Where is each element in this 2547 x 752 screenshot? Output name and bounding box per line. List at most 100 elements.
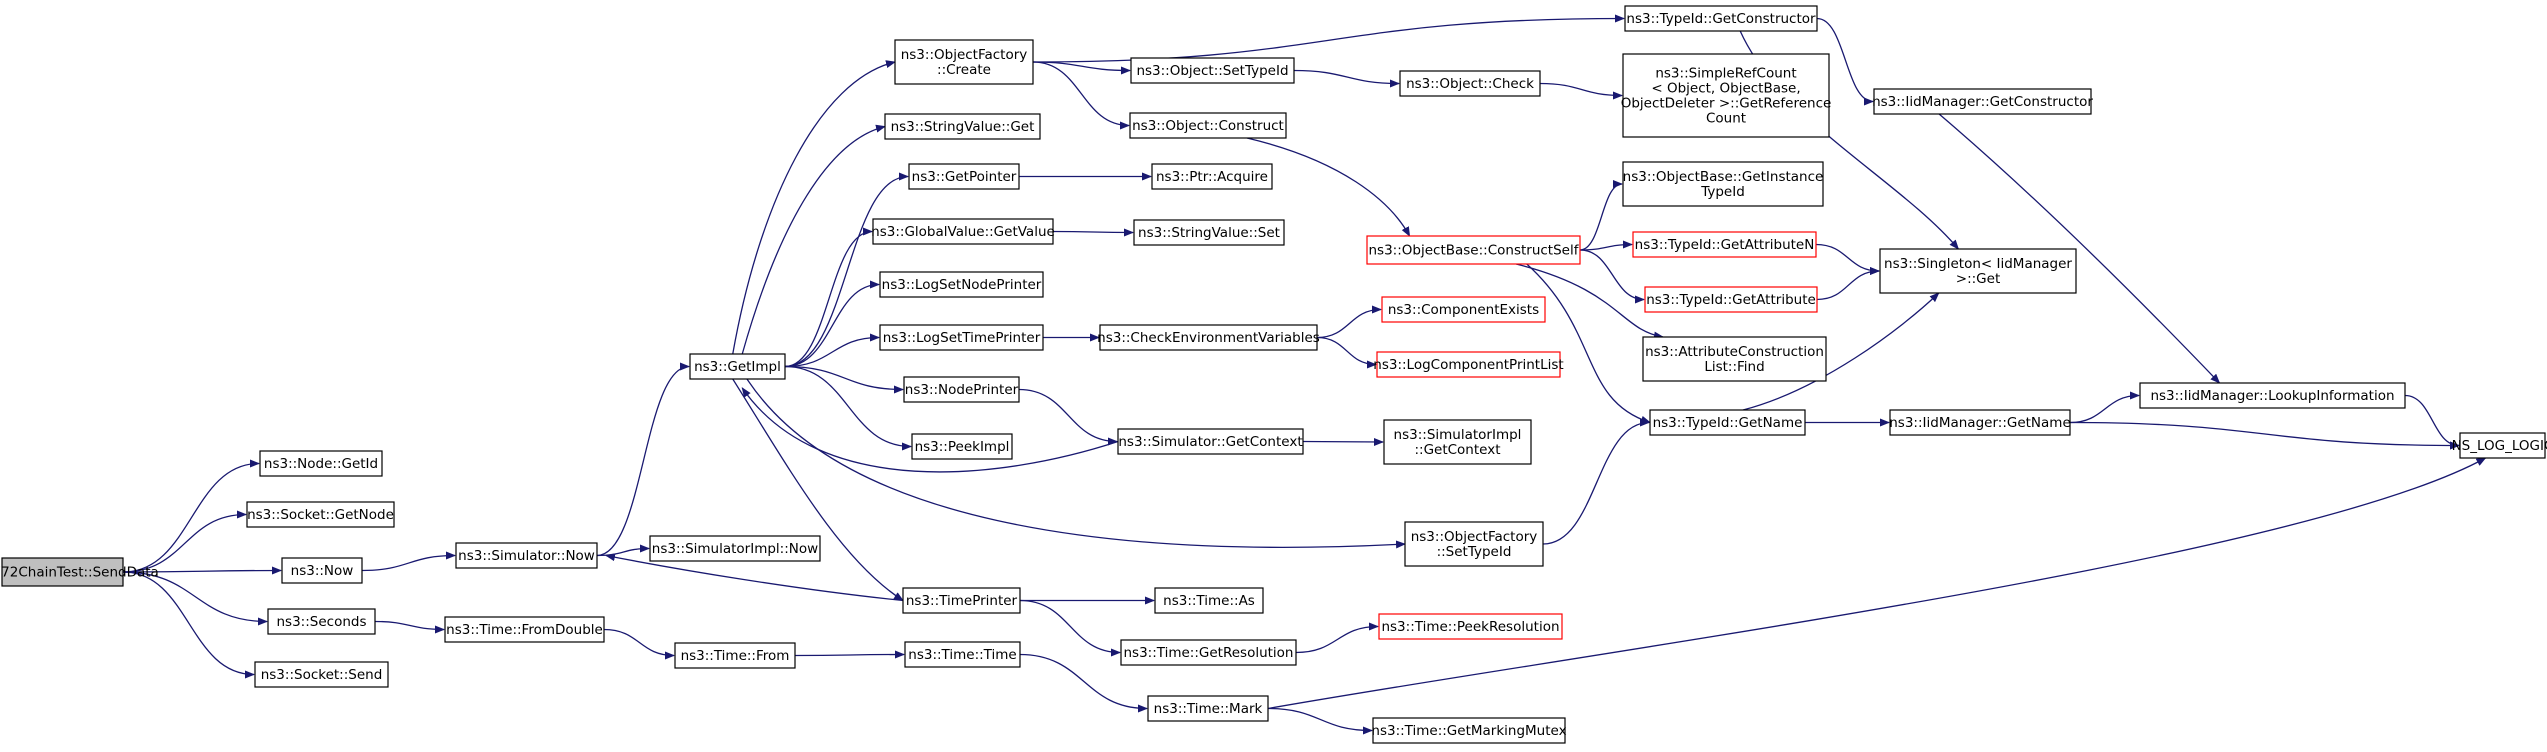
node-box[interactable]: [1130, 57, 1295, 84]
graph-node-timeFrom[interactable]: ns3::Time::From: [674, 642, 796, 669]
node-box[interactable]: [1151, 163, 1273, 190]
node-box[interactable]: [455, 542, 598, 569]
graph-node-typeIdGetName[interactable]: ns3::TypeId::GetName: [1649, 409, 1806, 436]
graph-node-componentExists[interactable]: ns3::ComponentExists: [1381, 296, 1546, 323]
graph-node-globalValueGetValue[interactable]: ns3::GlobalValue::GetValue: [871, 218, 1055, 245]
graph-node-typeIdGetAttributeN[interactable]: ns3::TypeId::GetAttributeN: [1632, 231, 1817, 258]
graph-node-ptrAcquire[interactable]: ns3::Ptr::Acquire: [1151, 163, 1273, 190]
node-box[interactable]: [1099, 324, 1318, 351]
graph-node-logSetTimePrinter[interactable]: ns3::LogSetTimePrinter: [879, 324, 1044, 351]
node-box[interactable]: [1622, 161, 1824, 207]
graph-node-logSetNodePrinter[interactable]: ns3::LogSetNodePrinter: [879, 271, 1044, 298]
node-box[interactable]: [1404, 521, 1544, 567]
node-box[interactable]: [246, 501, 395, 528]
node-box[interactable]: [1372, 717, 1566, 744]
node-box[interactable]: [902, 587, 1021, 614]
graph-node-simImplNow[interactable]: ns3::SimulatorImpl::Now: [649, 535, 821, 562]
node-box[interactable]: [884, 113, 1041, 140]
graph-node-getImpl[interactable]: ns3::GetImpl: [689, 353, 786, 380]
graph-node-stringValueGet[interactable]: ns3::StringValue::Get: [884, 113, 1041, 140]
graph-node-iidManagerGetName[interactable]: ns3::IidManager::GetName: [1889, 409, 2071, 436]
graph-node-objCheck[interactable]: ns3::Object::Check: [1399, 70, 1541, 97]
node-box[interactable]: [674, 642, 796, 669]
node-box[interactable]: [1154, 587, 1264, 614]
graph-node-timeGetMarkingMutex[interactable]: ns3::Time::GetMarkingMutex: [1371, 717, 1567, 744]
node-box[interactable]: [908, 163, 1020, 190]
node-box[interactable]: [1383, 419, 1532, 465]
node-box[interactable]: [1889, 409, 2071, 436]
node-box[interactable]: [267, 608, 376, 635]
graph-node-getPointer[interactable]: ns3::GetPointer: [908, 163, 1020, 190]
graph-node-objFactoryCreate[interactable]: ns3::ObjectFactory::Create: [894, 39, 1034, 85]
node-box[interactable]: [1622, 53, 1830, 138]
graph-node-timeTime[interactable]: ns3::Time::Time: [904, 641, 1021, 668]
graph-node-simGetContext[interactable]: ns3::Simulator::GetContext: [1117, 428, 1304, 455]
node-box[interactable]: [1381, 296, 1546, 323]
graph-node-typeIdGetAttribute[interactable]: ns3::TypeId::GetAttribute: [1644, 286, 1818, 313]
graph-node-peekImpl[interactable]: ns3::PeekImpl: [911, 433, 1013, 460]
graph-node-typeIdGetConstructor[interactable]: ns3::TypeId::GetConstructor: [1624, 5, 1818, 32]
node-box[interactable]: [879, 324, 1044, 351]
node-box[interactable]: [1649, 409, 1806, 436]
graph-node-checkEnvVars[interactable]: ns3::CheckEnvironmentVariables: [1097, 324, 1320, 351]
graph-node-nodePrinter[interactable]: ns3::NodePrinter: [903, 376, 1020, 403]
node-box[interactable]: [1624, 5, 1818, 32]
graph-node-simImplGetContext[interactable]: ns3::SimulatorImpl::GetContext: [1383, 419, 1532, 465]
graph-node-root[interactable]: Bug772ChainTest::SendData: [0, 557, 159, 587]
node-box[interactable]: [879, 271, 1044, 298]
graph-node-logComponentPrintList[interactable]: ns3::LogComponentPrintList: [1373, 351, 1564, 378]
graph-node-nsLogLogic[interactable]: NS_LOG_LOGIC: [2452, 432, 2547, 459]
node-box[interactable]: [259, 450, 383, 477]
node-box[interactable]: [1376, 351, 1561, 378]
node-box[interactable]: [444, 616, 605, 643]
node-box[interactable]: [1632, 231, 1817, 258]
node-box[interactable]: [1873, 88, 2092, 115]
node-box[interactable]: [281, 557, 363, 584]
node-box[interactable]: [1378, 613, 1563, 640]
graph-node-timeMark[interactable]: ns3::Time::Mark: [1147, 695, 1269, 722]
node-box[interactable]: [1129, 112, 1287, 139]
node-box[interactable]: [904, 641, 1021, 668]
node-box[interactable]: [1133, 219, 1285, 246]
graph-node-timePeekResolution[interactable]: ns3::Time::PeekResolution: [1378, 613, 1563, 640]
graph-node-singletonGet[interactable]: ns3::Singleton< IidManager>::Get: [1879, 248, 2077, 294]
node-box[interactable]: [2139, 382, 2406, 409]
node-box[interactable]: [1642, 336, 1827, 382]
node-box[interactable]: [1, 557, 124, 587]
node-box[interactable]: [254, 661, 389, 688]
graph-node-iidManagerGetConstructor[interactable]: ns3::IidManager::GetConstructor: [1872, 88, 2093, 115]
node-box[interactable]: [894, 39, 1034, 85]
node-box[interactable]: [1147, 695, 1269, 722]
graph-node-objSetTypeId[interactable]: ns3::Object::SetTypeId: [1130, 57, 1295, 84]
node-box[interactable]: [911, 433, 1013, 460]
node-box[interactable]: [1366, 235, 1581, 265]
node-box[interactable]: [689, 353, 786, 380]
node-box[interactable]: [649, 535, 821, 562]
graph-node-objBaseConstructSelf[interactable]: ns3::ObjectBase::ConstructSelf: [1366, 235, 1581, 265]
node-box[interactable]: [2459, 432, 2546, 459]
graph-node-objFactorySetTypeId[interactable]: ns3::ObjectFactory::SetTypeId: [1404, 521, 1544, 567]
node-box[interactable]: [872, 218, 1054, 245]
graph-node-nodeGetId[interactable]: ns3::Node::GetId: [259, 450, 383, 477]
node-box[interactable]: [903, 376, 1020, 403]
graph-node-stringValueSet[interactable]: ns3::StringValue::Set: [1133, 219, 1285, 246]
graph-node-simNow[interactable]: ns3::Simulator::Now: [455, 542, 598, 569]
graph-node-timeGetResolution[interactable]: ns3::Time::GetResolution: [1120, 639, 1297, 666]
graph-node-iidManagerLookupInfo[interactable]: ns3::IidManager::LookupInformation: [2139, 382, 2406, 409]
graph-node-socketGetNode[interactable]: ns3::Socket::GetNode: [246, 501, 395, 528]
node-box[interactable]: [1644, 286, 1818, 313]
node-box[interactable]: [1117, 428, 1304, 455]
graph-node-now[interactable]: ns3::Now: [281, 557, 363, 584]
node-box[interactable]: [1879, 248, 2077, 294]
graph-node-timePrinter[interactable]: ns3::TimePrinter: [902, 587, 1021, 614]
graph-node-objConstruct[interactable]: ns3::Object::Construct: [1129, 112, 1287, 139]
graph-node-seconds[interactable]: ns3::Seconds: [267, 608, 376, 635]
graph-node-timeAs[interactable]: ns3::Time::As: [1154, 587, 1264, 614]
node-box[interactable]: [1120, 639, 1297, 666]
graph-node-simpleRefCount[interactable]: ns3::SimpleRefCount< Object, ObjectBase,…: [1621, 53, 1832, 138]
graph-node-timeFromDouble[interactable]: ns3::Time::FromDouble: [444, 616, 605, 643]
graph-node-socketSend[interactable]: ns3::Socket::Send: [254, 661, 389, 688]
node-box[interactable]: [1399, 70, 1541, 97]
